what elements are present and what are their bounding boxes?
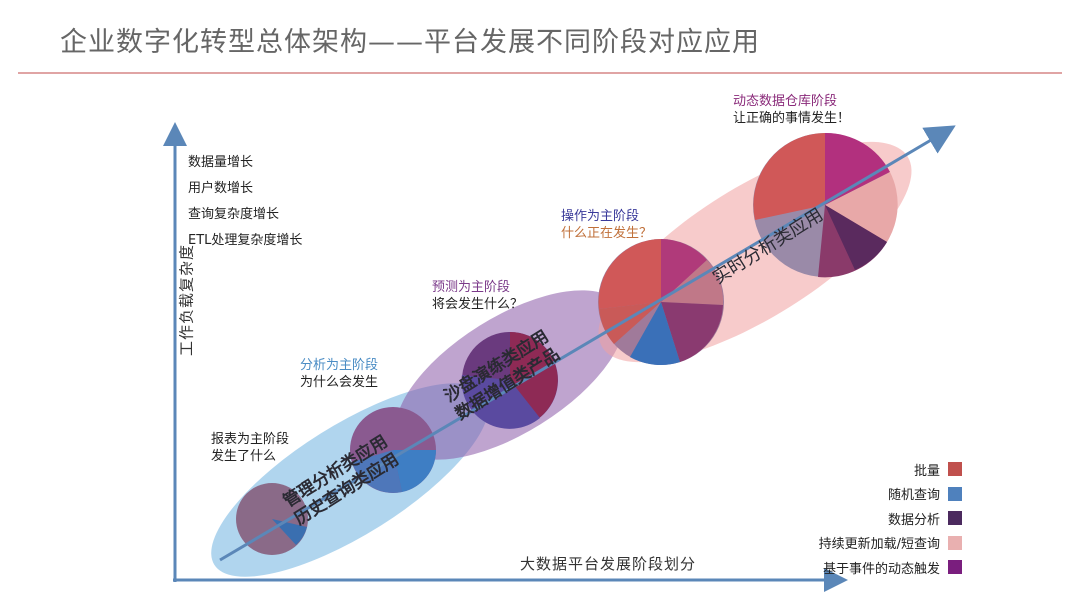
legend-swatch — [948, 511, 962, 526]
stage-subtitle: 让正确的事情发生！ — [733, 111, 851, 126]
stage-subtitle: 发生了什么 — [211, 449, 277, 464]
legend-item: 基于事件的动态触发 — [819, 555, 962, 580]
growth-arrow — [219, 125, 956, 562]
legend-label: 持续更新加载/短查询 — [818, 537, 940, 553]
growth-item: 数据量增长 — [188, 155, 254, 170]
legend-swatch — [948, 560, 962, 575]
growth-item: 查询复杂度增长 — [188, 207, 280, 222]
stage-annotation-operational: 操作为主阶段 什么正在发生？ — [561, 208, 652, 242]
stage-annotation-dynamic-dw: 动态数据仓库阶段 让正确的事情发生！ — [733, 93, 850, 127]
legend-item: 批量 — [819, 457, 962, 482]
stage-annotation-prediction: 预测为主阶段 将会发生什么？ — [432, 279, 523, 313]
legend-swatch — [948, 535, 962, 550]
growth-item: 用户数增长 — [188, 181, 254, 196]
stage-heading: 报表为主阶段 — [211, 432, 290, 447]
stage-pie-4 — [598, 239, 724, 366]
legend-item: 持续更新加载/短查询 — [819, 531, 962, 556]
stage-annotation-reporting: 报表为主阶段 发生了什么 — [211, 431, 289, 465]
stage-subtitle: 什么正在发生？ — [561, 226, 653, 241]
stage-annotation-analysis: 分析为主阶段 为什么会发生 — [300, 357, 378, 391]
stage-heading: 预测为主阶段 — [432, 280, 511, 295]
legend-swatch — [948, 462, 962, 477]
stage-subtitle: 为什么会发生 — [300, 375, 379, 390]
page-title: 企业数字化转型总体架构——平台发展不同阶段对应应用 — [60, 27, 760, 58]
title-divider — [18, 72, 1062, 74]
legend-label: 数据分析 — [887, 512, 940, 528]
stage-heading: 分析为主阶段 — [300, 358, 379, 373]
legend-swatch — [948, 486, 962, 501]
legend-label: 基于事件的动态触发 — [822, 561, 940, 577]
stage-subtitle: 将会发生什么？ — [432, 297, 524, 312]
stage-pie-5 — [753, 132, 898, 278]
growth-item: ETL处理复杂度增长 — [188, 233, 303, 248]
stage-heading: 动态数据仓库阶段 — [733, 94, 838, 109]
legend-label: 随机查询 — [887, 488, 940, 504]
legend-item: 随机查询 — [819, 482, 962, 507]
legend-label: 批量 — [913, 463, 940, 479]
growth-list: 数据量增长 用户数增长 查询复杂度增长 ETL处理复杂度增长 — [188, 150, 302, 254]
x-axis-label: 大数据平台发展阶段划分 — [520, 555, 697, 573]
legend-item: 数据分析 — [819, 506, 962, 531]
stage-heading: 操作为主阶段 — [561, 209, 640, 224]
y-axis-label: 工作负载复杂度 — [177, 243, 196, 357]
legend: 批量 随机查询 数据分析 持续更新加载/短查询 基于事件的动态触发 — [819, 457, 962, 580]
